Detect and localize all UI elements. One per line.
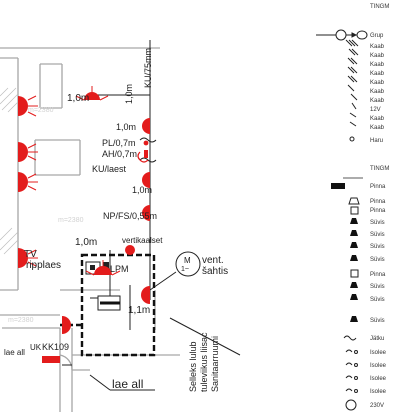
legend-top-item-6: Kaab (370, 80, 385, 86)
vertikaal-socket-icon (125, 245, 135, 255)
ceiling-lamp-lower-icon (94, 266, 112, 275)
label-lae-all-big: lae all (112, 377, 143, 391)
label-tv: TV (24, 249, 37, 260)
legend-top-item-10: Kaab (370, 116, 385, 122)
legend-bottom-item-4: Süvis (370, 220, 385, 226)
legend-top-item-4: Kaab (370, 62, 385, 68)
lamp-lpm-symbol (103, 262, 109, 270)
legend-bottom-item-6: Süvis (370, 244, 385, 250)
label-vent: vent. (202, 255, 224, 266)
legend-top-heading: TINGM (370, 4, 389, 10)
outlet-right-icon (142, 172, 150, 188)
label-ripplaes: ripplaes (26, 260, 61, 271)
label-pt: PL/0,7m (102, 138, 136, 148)
wall-lamp-left-2-icon (18, 142, 28, 162)
legend-bottom-item-11: Süvis (370, 318, 385, 324)
fixture-symbols (18, 92, 150, 334)
legend-bottom-item-7: Süvis (370, 257, 385, 263)
legend-texts: TINGM Grup Kaab Kaab Kaab Kaab Kaab Kaab… (370, 4, 389, 409)
label-faint-1: m=2380 (28, 107, 54, 114)
legend-top-item-5: Kaab (370, 71, 385, 77)
outlet-np-icon (142, 205, 150, 221)
ah-socket-icon (144, 150, 148, 158)
label-tuleviikus: tuleviikus liisac (199, 332, 209, 392)
label-sanitary: Sanitaarruumi (210, 336, 220, 392)
wall-lamp-tv-icon (18, 248, 28, 268)
stair-hatch (0, 87, 19, 255)
wire-lines (62, 40, 241, 391)
plan-texts: 1,0m KU/75mm 1,0m 1,0m PL/0,7m AH/0,7m K… (4, 48, 228, 392)
label-lpm: LPM (110, 264, 129, 274)
legend-bottom-heading: TINGM (370, 166, 389, 172)
legend-symbols (316, 29, 368, 411)
label-vertical-1m: 1,0m (124, 84, 134, 104)
label-kk109: KK109 (42, 342, 69, 352)
pl-socket-dot-icon (143, 140, 149, 146)
legend-top-item-8: Kaab (370, 98, 385, 104)
legend-bottom-item-14: Isolee (370, 363, 387, 369)
wall-lamp-left-3-icon (18, 172, 28, 192)
label-np: NP/FS/0,55m (103, 211, 157, 221)
legend-top-item-3: Kaab (370, 53, 385, 59)
label-sahtis: šahtis (202, 266, 228, 277)
legend-bottom-item-12: Jätku (370, 336, 384, 342)
lpm-inner-mark (90, 265, 95, 270)
label-lower-1m: 1,0m (75, 237, 97, 248)
legend-bottom-item-15: Isolee (370, 376, 387, 382)
legend-bottom-item-2: Pinna (370, 199, 386, 205)
legend-bottom-item-8: Pinna (370, 272, 386, 278)
legend-bottom-item-13: Isolee (370, 350, 387, 356)
legend-top-item-2: Kaab (370, 44, 385, 50)
wall-lamp-low-icon (62, 316, 71, 334)
label-lae-all-small: lae all (4, 348, 25, 357)
legend-bottom-item-5: Süvis (370, 232, 385, 238)
label-side-1m: 1,0m (116, 122, 136, 132)
label-right-1m: 1,0m (132, 185, 152, 195)
legend-top-item-12: Haru (370, 138, 383, 144)
label-mvent-sym: 1~ (181, 266, 189, 273)
legend-bottom-item-10: Süvis (370, 297, 385, 303)
ku-socket-icon (137, 151, 149, 163)
outlet-bathroom-icon (141, 286, 150, 304)
legend-bottom-item-3: Pinna (370, 208, 386, 214)
mvent-fan-icon (175, 251, 201, 277)
label-faint-3: m=2380 (8, 317, 34, 324)
legend-top-item-11: Kaab (370, 125, 385, 131)
label-uk: UK (30, 343, 42, 352)
bathroom-dashed-boundary (80, 253, 156, 357)
label-ah: AH/0,7m (102, 149, 137, 159)
label-ceiling-1: 1,0m (67, 93, 89, 104)
legend-bottom-item-9: Süvis (370, 284, 385, 290)
legend-bottom-item-16: Isolee (370, 389, 387, 395)
legend-top-item-9: 12V (370, 107, 381, 113)
label-ku-vertical: KU/75mm (143, 48, 153, 88)
legend-top-item-1: Grup (370, 33, 384, 39)
outlet-1m-icon (142, 118, 150, 134)
ceiling-lamp-top-tail (90, 94, 94, 98)
kk109-switch (42, 356, 60, 363)
legend-top-item-7: Kaab (370, 89, 385, 95)
legend-bottom-item-1: Pinna (370, 184, 386, 190)
ray-marks (27, 86, 121, 276)
legend-bottom-item-17: 230V (370, 403, 384, 409)
label-faint-2: m=2380 (58, 217, 84, 224)
label-mvent-m: M (184, 256, 191, 265)
label-selleks: Selleks lulub (188, 341, 198, 392)
label-vertikaal: vertikaalset (122, 236, 163, 245)
wall-lamp-left-1-icon (18, 96, 28, 116)
label-height-11: 1,1m (128, 305, 150, 316)
label-ku-laest: KU/laest (92, 164, 127, 174)
